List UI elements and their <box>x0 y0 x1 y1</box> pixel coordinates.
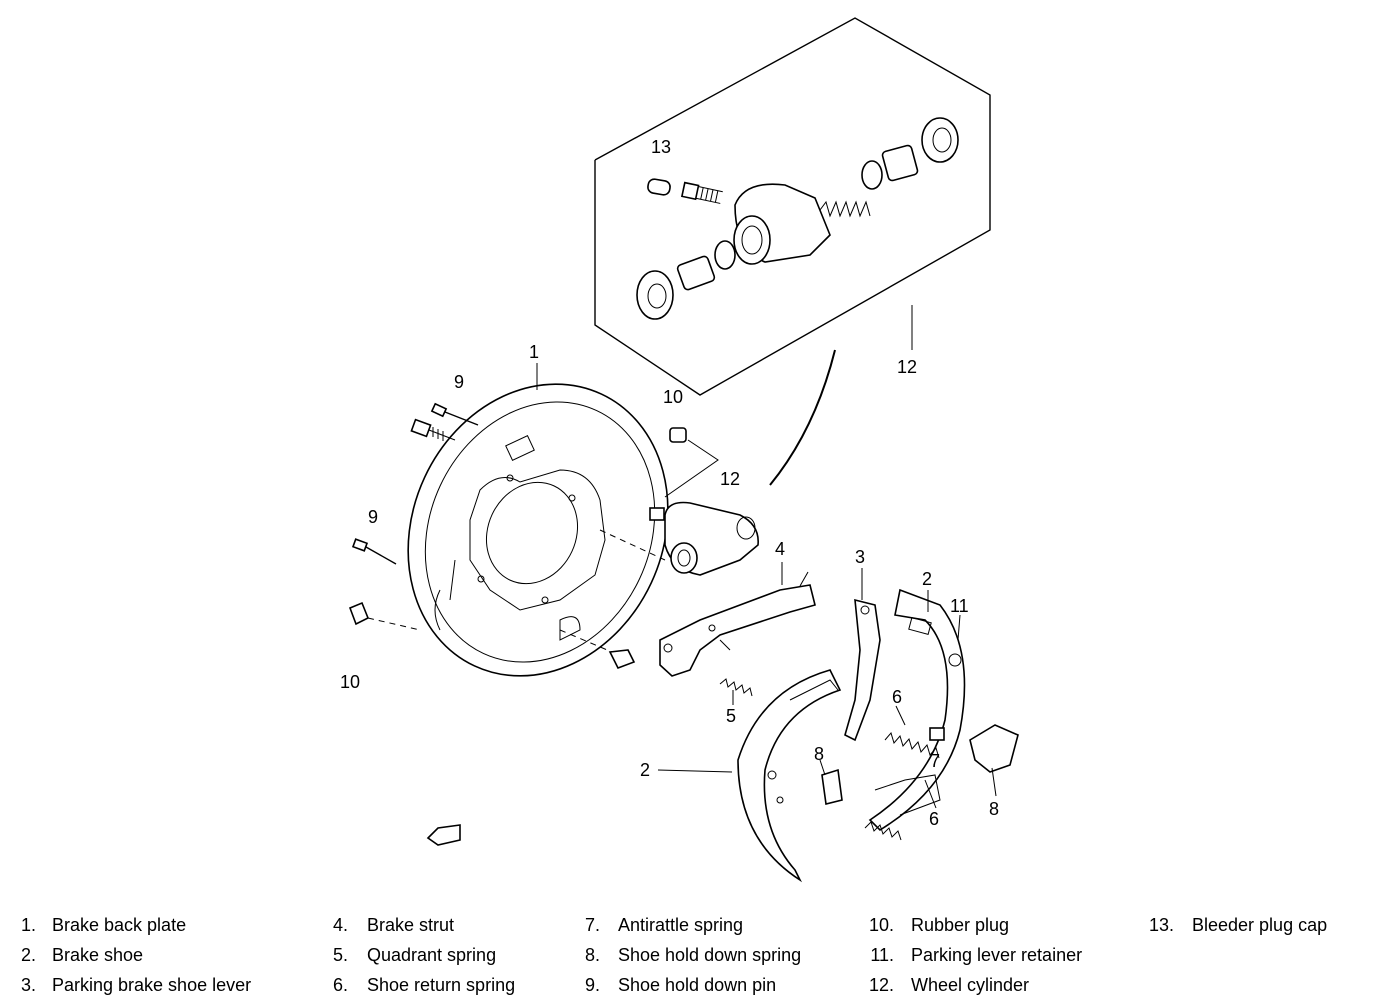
rubber-plug-upper <box>669 427 687 443</box>
callout-7: 7 <box>930 751 940 771</box>
wheel-cylinder-assembled <box>649 501 759 576</box>
shoe-return-spring-lower <box>864 821 902 841</box>
wheel-cylinder-exploded <box>636 117 959 320</box>
quadrant-spring <box>719 678 753 697</box>
callout-10-lower: 10 <box>340 672 360 692</box>
callout-2-right: 2 <box>922 569 932 589</box>
fwd-arrow-icon <box>426 824 461 846</box>
hold-down-pins <box>351 402 479 565</box>
callout-9-lower: 9 <box>368 507 378 527</box>
callout-11: 11 <box>950 596 969 616</box>
callout-13: 13 <box>651 137 671 157</box>
parts-legend: 1. Brake back plate 2. Brake shoe 3. Par… <box>20 915 1328 995</box>
callout-10-upper: 10 <box>663 387 683 407</box>
callout-6-lower: 6 <box>929 809 939 829</box>
callout-4: 4 <box>775 539 785 559</box>
brake-shoe-left <box>737 669 842 883</box>
brake-back-plate <box>407 383 669 677</box>
antirattle-spring <box>874 774 941 816</box>
callout-12-assembly: 12 <box>720 469 740 489</box>
callout-8-left: 8 <box>814 744 824 764</box>
detail-leader-curve <box>769 349 836 486</box>
hold-down-spring-right <box>969 724 1019 773</box>
rubber-plug-lower <box>348 601 370 626</box>
parking-brake-shoe-lever <box>844 598 881 742</box>
hold-down-spring-left <box>821 768 843 805</box>
wheel-cylinder-detail-box <box>594 17 991 396</box>
callout-3: 3 <box>855 547 865 567</box>
brake-strut <box>659 571 816 677</box>
callout-1: 1 <box>529 342 539 362</box>
callout-9-upper: 9 <box>454 372 464 392</box>
callout-2-left: 2 <box>640 760 650 780</box>
callout-8-right: 8 <box>989 799 999 819</box>
callout-6-upper: 6 <box>892 687 902 707</box>
callout-12-box: 12 <box>897 357 917 377</box>
brake-shoe-right <box>868 588 966 832</box>
exploded-brake-diagram: 1 13 12 9 10 12 9 10 4 3 2 11 5 6 2 8 7 … <box>340 17 1019 883</box>
callout-5: 5 <box>726 706 736 726</box>
shoe-return-spring-upper <box>884 731 940 759</box>
